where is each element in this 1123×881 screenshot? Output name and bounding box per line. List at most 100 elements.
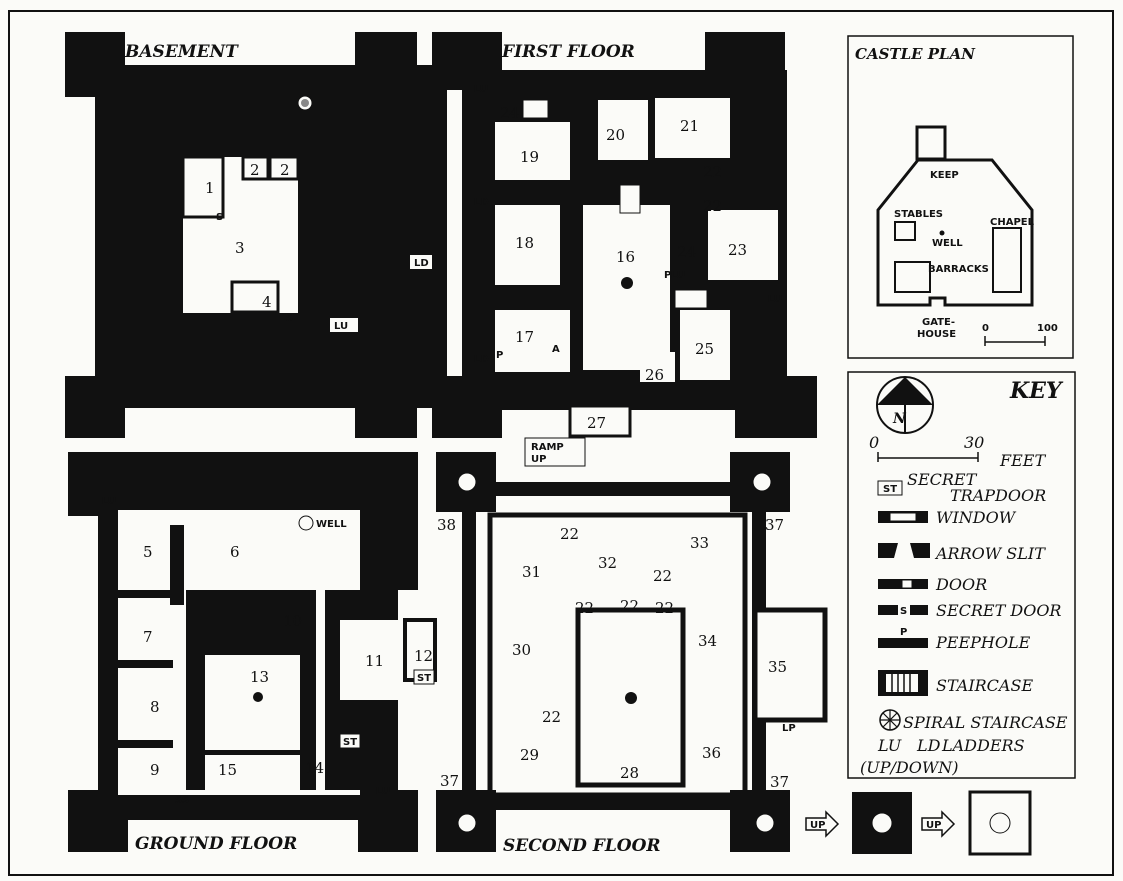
ramp-label: UP	[531, 454, 546, 465]
key-door-label: DOOR	[935, 575, 987, 594]
room-label: 22	[542, 708, 561, 726]
ladder-marker: LD	[414, 258, 429, 269]
room-label: 35	[768, 658, 787, 676]
ladder-marker: LU	[768, 294, 782, 305]
room-label: 34	[698, 632, 717, 650]
room-label: 22	[653, 567, 672, 585]
room-label: 28	[620, 764, 639, 782]
room-label: 10	[283, 612, 302, 630]
key-secret-label: SECRET	[907, 470, 978, 489]
ladder-marker: LD	[474, 197, 489, 208]
plan-barracks-label: BARRACKS	[928, 264, 989, 275]
castle-plan-title: CASTLE PLAN	[855, 45, 976, 63]
ladder-marker: LU	[102, 496, 116, 507]
room-label: 22	[703, 197, 722, 215]
secret-door-marker: SS	[175, 795, 189, 806]
ladder-marker: LU	[376, 786, 390, 797]
up-label: UP	[926, 820, 941, 831]
room-label: 5	[143, 543, 153, 561]
up-label: UP	[810, 820, 825, 831]
key-updown-label: (UP/DOWN)	[860, 758, 959, 777]
page-border	[8, 10, 1114, 876]
key-staircase-label: STAIRCASE	[936, 676, 1033, 695]
first-floor-map: FIRST FLOOR 19 18 17 16 20 21 22 22 23 2…	[432, 32, 817, 467]
marker-a: A	[552, 344, 560, 355]
tower-levels: UP UP	[805, 790, 1032, 856]
room-label: 16	[616, 248, 635, 266]
room-label: 37	[440, 772, 459, 790]
room-label: 22	[620, 597, 639, 615]
ladder-marker: LU	[671, 270, 685, 281]
plan-scale-hundred: 100	[1037, 323, 1058, 334]
room-label: 19	[520, 148, 539, 166]
room-label: 37	[770, 773, 789, 791]
room-label: 32	[598, 554, 617, 572]
room-label: 33	[690, 534, 709, 552]
north-label: N	[892, 411, 907, 427]
plan-stables-label: STABLES	[894, 209, 943, 220]
room-label: 21	[680, 117, 699, 135]
ground-floor-map: WELL GROUND FLOOR 5 6 7 8 9 10 11 12 13 …	[68, 452, 437, 854]
secret-door-marker: S	[286, 313, 293, 324]
basement-title: BASEMENT	[124, 42, 239, 62]
ladder-marker: LU	[334, 321, 348, 332]
room-label: 12	[414, 647, 433, 665]
room-label: 26	[645, 366, 664, 384]
plan-gatehouse-label: HOUSE	[917, 329, 956, 340]
key-secret-door-label: SECRET DOOR	[936, 601, 1061, 620]
room-label: 6	[230, 543, 240, 561]
basement-map: BASEMENT 1 2 2 3 4 LD LU S S	[65, 32, 447, 438]
room-label: 38	[437, 516, 456, 534]
room-label: 11	[365, 652, 384, 670]
key-secret-door-icon: S	[900, 606, 907, 617]
trapdoor-marker: ST	[417, 673, 431, 684]
trapdoor-marker: ST	[343, 737, 357, 748]
room-label: 14	[305, 759, 324, 777]
room-label: 24	[677, 243, 696, 261]
room-label: 29	[520, 746, 539, 764]
ladder-marker: LD	[474, 354, 489, 365]
key-peephole-icon: P	[900, 627, 907, 638]
ground-floor-title: GROUND FLOOR	[135, 834, 297, 854]
key-ladders-label: LADDERS	[941, 736, 1025, 755]
key-peephole-label: PEEPHOLE	[935, 633, 1031, 652]
plan-chapel-label: CHAPEL	[990, 217, 1035, 228]
room-label: 31	[522, 563, 541, 581]
room-label: 1	[205, 179, 215, 197]
key-window-label: WINDOW	[936, 508, 1017, 527]
room-label: 22	[703, 163, 722, 181]
room-label: 2	[280, 161, 290, 179]
plan-well-label: WELL	[932, 238, 963, 249]
room-label: 8	[150, 698, 160, 716]
room-label: 25	[695, 340, 714, 358]
peephole-marker: P	[664, 270, 671, 281]
room-label: 36	[702, 744, 721, 762]
key-feet-label: FEET	[999, 451, 1046, 470]
second-floor-map: SECOND FLOOR 22 28 29 30 31 32 33 34 35 …	[436, 452, 828, 856]
secret-door-marker: S	[216, 212, 223, 223]
plan-scale-zero: 0	[982, 323, 989, 334]
key-arrow-slit-label: ARROW SLIT	[934, 544, 1046, 563]
room-label: 13	[250, 668, 269, 686]
room-label: 37	[765, 516, 784, 534]
room-label: 15	[218, 761, 237, 779]
room-label: 22	[575, 599, 594, 617]
key-scale-thirty: 30	[964, 433, 984, 452]
key-lu-label: LU	[877, 736, 902, 755]
room-label: 4	[262, 293, 272, 311]
room-label: 22	[560, 525, 579, 543]
ladder-marker: LU	[474, 84, 488, 95]
key-trapdoor-label: TRAPDOOR	[950, 486, 1046, 505]
ladder-marker: LP	[782, 723, 796, 734]
room-label: 22	[655, 599, 674, 617]
key-scale-zero: 0	[869, 433, 879, 452]
room-label: 27	[587, 414, 606, 432]
key-ld-label: LD	[916, 736, 941, 755]
key-panel: KEY N 0 30 FEET ST SECRET TRAPDOOR WINDO…	[847, 371, 1076, 779]
first-floor-title: FIRST FLOOR	[501, 42, 635, 62]
room-label: 9	[150, 761, 160, 779]
room-label: 18	[515, 234, 534, 252]
well-label: WELL	[316, 519, 347, 530]
